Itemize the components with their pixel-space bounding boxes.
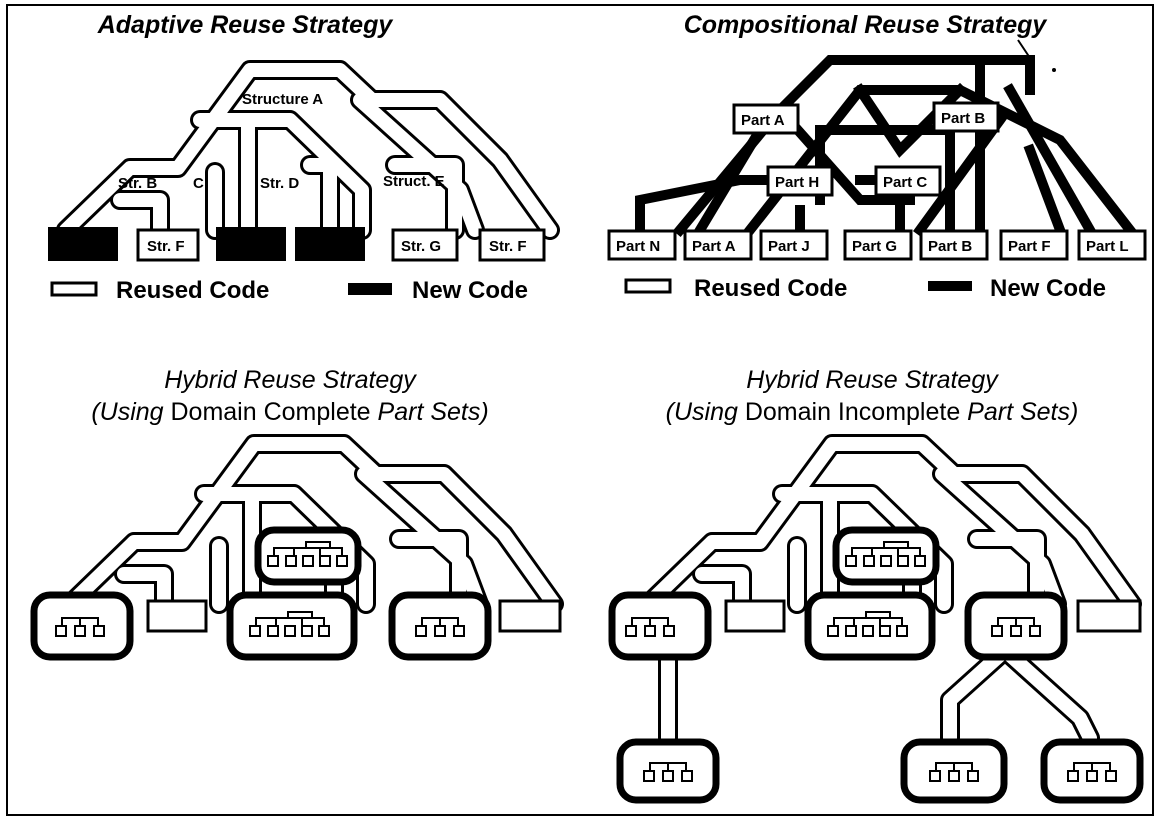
mid-part-c-label: Part C: [883, 174, 927, 191]
bottom-part-l-label: Part L: [1086, 238, 1129, 255]
reused-code-label-2: Reused Code: [694, 275, 847, 302]
hybrid-complete-reused-box-2: [498, 599, 562, 633]
hybrid-incomplete-part-set-6: [900, 738, 1008, 804]
hybrid-incomplete-part-set-3: [964, 591, 1068, 661]
bottom-part-f-label: Part F: [1008, 238, 1051, 255]
hybrid-complete-part-set-3: [388, 591, 492, 661]
new-code-label-2: New Code: [990, 275, 1106, 302]
mid-part-b-label: Part B: [941, 110, 985, 127]
hybrid-incomplete-part-set-1: [608, 591, 712, 661]
compositional-connection-network: [635, 55, 1138, 238]
mid-part-box-c: [874, 165, 942, 197]
hybrid-complete-part-set-4: [254, 526, 362, 586]
bottom-part-box-b: [919, 229, 989, 261]
mid-part-h-label: Part H: [775, 174, 819, 191]
mid-part-box-b: [932, 101, 1000, 133]
reused-code-swatch: [50, 281, 98, 297]
str-f-label-2: Str. F: [489, 238, 527, 255]
new-code-swatch-2: [928, 281, 972, 291]
adaptive-title: Adaptive Reuse Strategy: [97, 11, 394, 39]
hybrid-complete-title: Hybrid Reuse Strategy: [164, 366, 417, 394]
hybrid-incomplete-extension-links: [658, 640, 1100, 748]
bottom-part-n-label: Part N: [616, 238, 660, 255]
structure-e-label: Struct. E: [383, 173, 445, 190]
hybrid-complete-subtitle: (Using Domain Complete Part Sets): [91, 398, 488, 426]
str-g-label: Str. G: [401, 238, 441, 255]
str-f-label-1: Str. F: [147, 238, 185, 255]
mid-part-box-h: [766, 165, 834, 197]
new-code-block-2: [216, 227, 286, 261]
new-code-block-1: [48, 227, 118, 261]
structure-c-label: C: [193, 175, 204, 192]
new-code-block-3: [295, 227, 365, 261]
compositional-title: Compositional Reuse Strategy: [684, 11, 1048, 39]
bottom-part-box-n: [607, 229, 677, 261]
compositional-legend: Reused Code New Code: [624, 275, 1106, 302]
structure-d-label: Str. D: [260, 175, 299, 192]
bottom-part-box-l: [1077, 229, 1147, 261]
hybrid-complete-part-set-2: [226, 591, 358, 661]
reused-code-swatch-2: [624, 278, 672, 294]
hybrid-complete-part-set-1: [30, 591, 134, 661]
new-code-swatch: [348, 283, 392, 295]
bottom-part-box-f: [999, 229, 1069, 261]
str-g-box: [391, 228, 459, 262]
mid-part-box-a: [732, 103, 800, 135]
compositional-mid-parts: Part A Part B Part H Part C: [732, 101, 1000, 197]
mid-part-a-label: Part A: [741, 112, 785, 129]
str-f-box-1: [136, 228, 200, 262]
hybrid-incomplete-reused-box-2: [1076, 599, 1142, 633]
structure-b-label: Str. B: [118, 175, 157, 192]
structure-a-label: Structure A: [242, 91, 323, 108]
new-code-label: New Code: [412, 277, 528, 304]
bottom-part-box-j: [759, 229, 829, 261]
hybrid-incomplete-part-set-4: [832, 526, 940, 586]
reused-code-label: Reused Code: [116, 277, 269, 304]
bottom-part-box-g: [843, 229, 913, 261]
hybrid-incomplete-reused-box-1: [724, 599, 786, 633]
hybrid-incomplete-part-set-7: [1040, 738, 1144, 804]
str-f-box-2: [478, 228, 546, 262]
bottom-part-b-label: Part B: [928, 238, 972, 255]
hybrid-incomplete-part-set-5: [616, 738, 720, 804]
hybrid-incomplete-part-set-2: [804, 591, 936, 661]
compositional-bottom-parts: Part N Part A Part J Part G Part B Part …: [607, 229, 1147, 261]
bottom-part-g-label: Part G: [852, 238, 897, 255]
bottom-part-j-label: Part J: [768, 238, 810, 255]
bottom-part-a-label: Part A: [692, 238, 736, 255]
hybrid-complete-reused-box-1: [146, 599, 208, 633]
hybrid-incomplete-title: Hybrid Reuse Strategy: [746, 366, 999, 394]
adaptive-legend: Reused Code New Code: [50, 277, 528, 304]
bottom-part-box-a: [683, 229, 753, 261]
hybrid-incomplete-subtitle: (Using Domain Incomplete Part Sets): [666, 398, 1079, 426]
